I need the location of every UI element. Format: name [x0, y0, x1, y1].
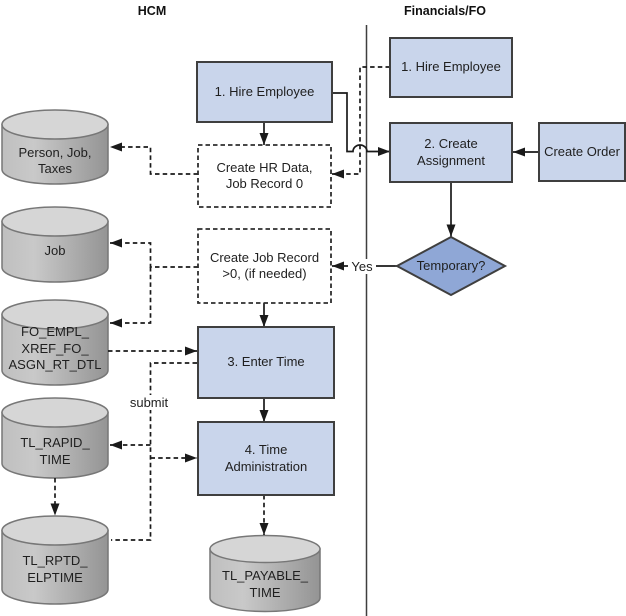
box-fo-hire-employee — [389, 37, 513, 98]
arrow-hcm-hire-to-create-assignment — [332, 92, 390, 156]
box-enter-time — [197, 326, 335, 399]
process-shapes — [196, 37, 626, 496]
dashed-create-job-record-to-fo-empl-xref — [110, 267, 152, 328]
lane-header-hcm: HCM — [137, 4, 167, 18]
edge-label-submit: submit — [127, 395, 171, 410]
box-time-administration — [197, 421, 335, 496]
box-hcm-hire-employee — [196, 61, 333, 123]
datastore-tl-payable-time-shape — [209, 534, 321, 613]
datastore-tl-rapid-time-shape — [1, 397, 109, 479]
dashed-submit-line — [111, 362, 197, 541]
box-create-order — [538, 122, 626, 182]
dashed-create-hr-data-to-person-job-taxes — [110, 142, 198, 175]
diamond-temporary — [394, 235, 508, 297]
lane-header-financials: Financials/FO — [404, 4, 486, 18]
box-create-hr-data — [197, 144, 332, 208]
datastore-tl-rptd-elptime-shape — [1, 515, 109, 605]
datastore-job-shape — [1, 206, 109, 283]
connectors — [50, 66, 539, 541]
datastore-shapes — [1, 109, 321, 613]
dashed-create-job-record-to-job — [110, 238, 198, 268]
box-create-assignment — [389, 122, 513, 183]
dashed-step-shapes — [197, 144, 332, 304]
box-create-job-record — [197, 228, 332, 304]
datastore-fo-empl-xref-shape — [1, 299, 109, 386]
dashed-fo-hire-to-create-hr-data — [332, 66, 390, 179]
edge-label-yes: Yes — [348, 259, 376, 274]
datastore-person-job-taxes-shape — [1, 109, 109, 185]
